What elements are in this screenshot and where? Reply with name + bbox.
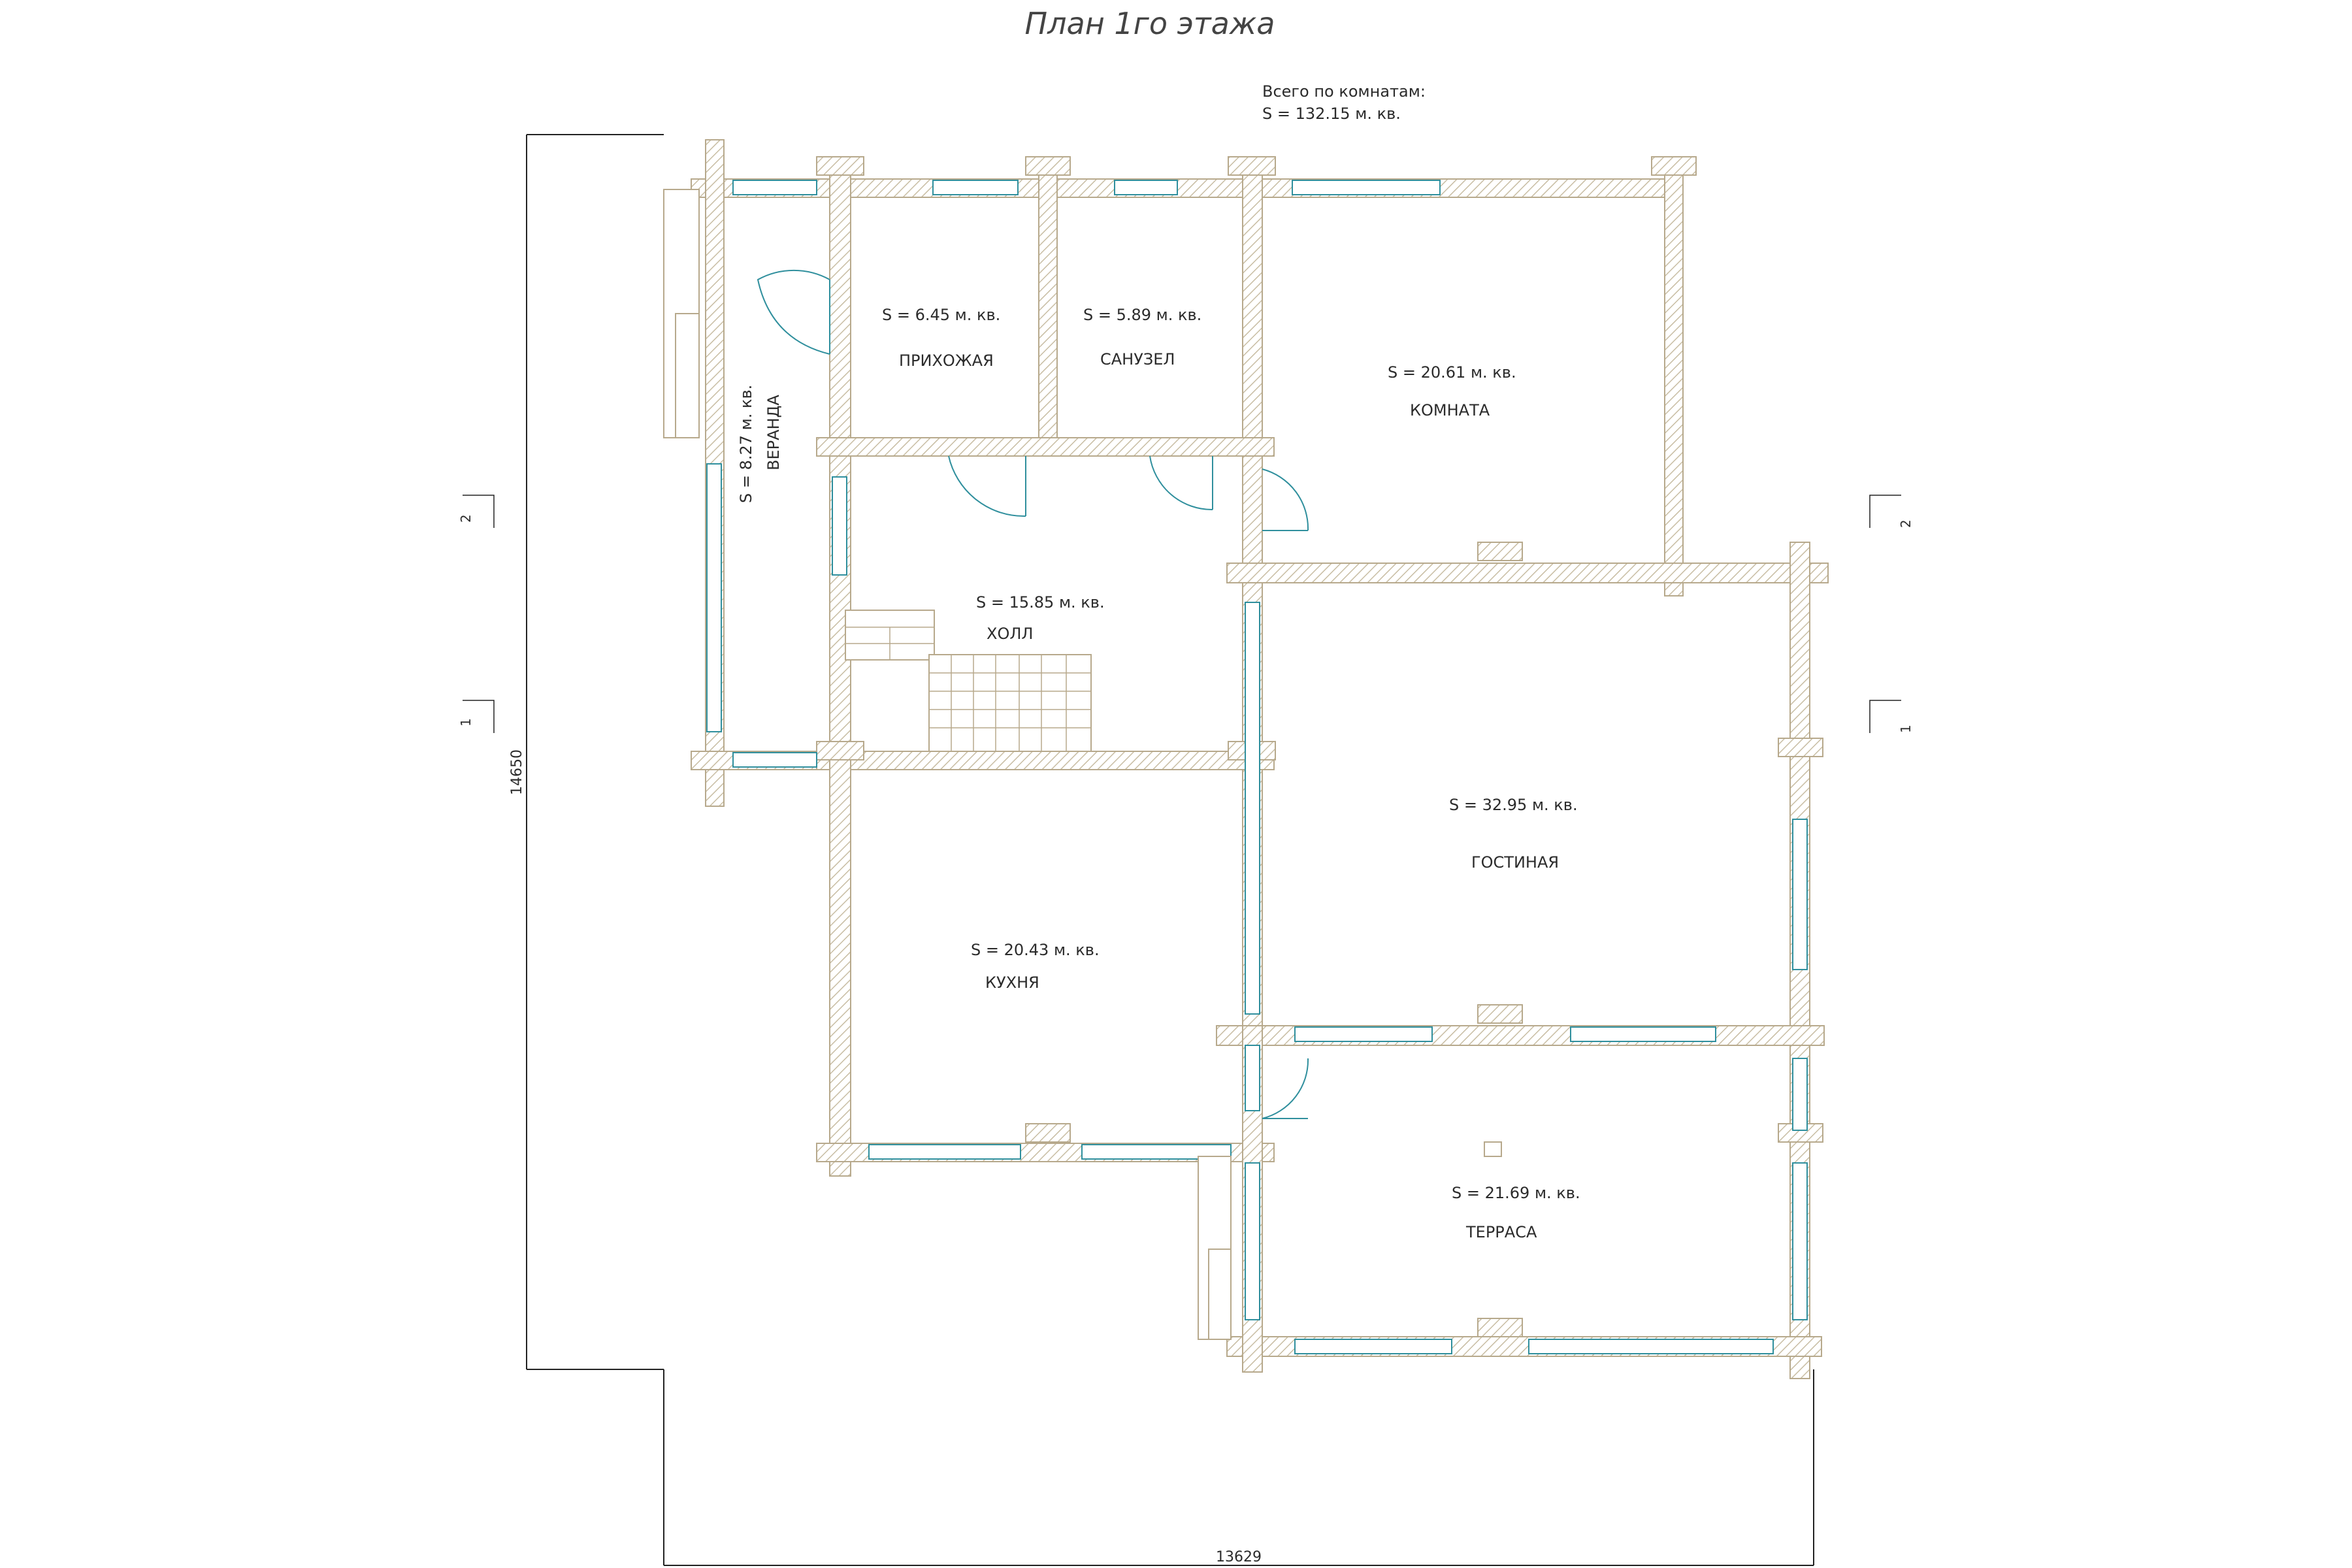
staircase: [845, 610, 1092, 752]
room-area: S = 20.61 м. кв.: [1388, 363, 1516, 382]
room-entry: S = 6.45 м. кв. ПРИХОЖАЯ: [882, 306, 1000, 370]
room-area: S = 20.43 м. кв.: [971, 941, 1100, 959]
plan-title: План 1го этажа: [1025, 6, 1275, 41]
dimension-width: 13629: [663, 1369, 1814, 1566]
room-name: ГОСТИНАЯ: [1471, 853, 1559, 872]
room-name: ВЕРАНДА: [764, 395, 783, 470]
room-kitchen: S = 20.43 м. кв. КУХНЯ: [971, 941, 1100, 992]
room-name: КОМНАТА: [1410, 401, 1490, 419]
doors: [757, 269, 1502, 1157]
room-area: S = 8.27 м. кв.: [737, 385, 755, 503]
room-name: ПРИХОЖАЯ: [899, 351, 994, 370]
height-value: 14650: [509, 749, 525, 795]
room-area: S = 6.45 м. кв.: [882, 306, 1000, 324]
room-bathroom: S = 5.89 м. кв. САНУЗЕЛ: [1083, 306, 1201, 368]
windows: [663, 180, 1808, 1354]
section-mark-2-left: 2: [458, 514, 474, 523]
room-area: S = 5.89 м. кв.: [1083, 306, 1201, 324]
width-value: 13629: [1216, 1549, 1262, 1565]
room-living: S = 32.95 м. кв. ГОСТИНАЯ: [1449, 796, 1578, 872]
room-bedroom: S = 20.61 м. кв. КОМНАТА: [1388, 363, 1516, 419]
dimension-height: 14650: [509, 134, 664, 1370]
section-mark-1-right: 1: [1898, 725, 1914, 733]
room-area: S = 15.85 м. кв.: [976, 593, 1105, 612]
room-veranda: S = 8.27 м. кв. ВЕРАНДА: [737, 385, 783, 503]
room-labels: S = 8.27 м. кв. ВЕРАНДА S = 6.45 м. кв. …: [737, 306, 1580, 1241]
section-mark-1-left: 1: [458, 718, 474, 727]
room-terrace: S = 21.69 м. кв. ТЕРРАСА: [1452, 1184, 1580, 1241]
total-area: S = 132.15 м. кв.: [1262, 105, 1401, 123]
section-marks: 2 1 2 1: [458, 495, 1914, 733]
room-name: КУХНЯ: [985, 973, 1039, 992]
room-area: S = 21.69 м. кв.: [1452, 1184, 1580, 1202]
room-name: ТЕРРАСА: [1465, 1223, 1537, 1241]
room-hall: S = 15.85 м. кв. ХОЛЛ: [976, 593, 1105, 643]
room-name: САНУЗЕЛ: [1100, 350, 1175, 368]
total-caption: Всего по комнатам:: [1262, 82, 1426, 101]
room-name: ХОЛЛ: [987, 625, 1033, 643]
room-area: S = 32.95 м. кв.: [1449, 796, 1578, 814]
section-mark-2-right: 2: [1898, 519, 1914, 528]
